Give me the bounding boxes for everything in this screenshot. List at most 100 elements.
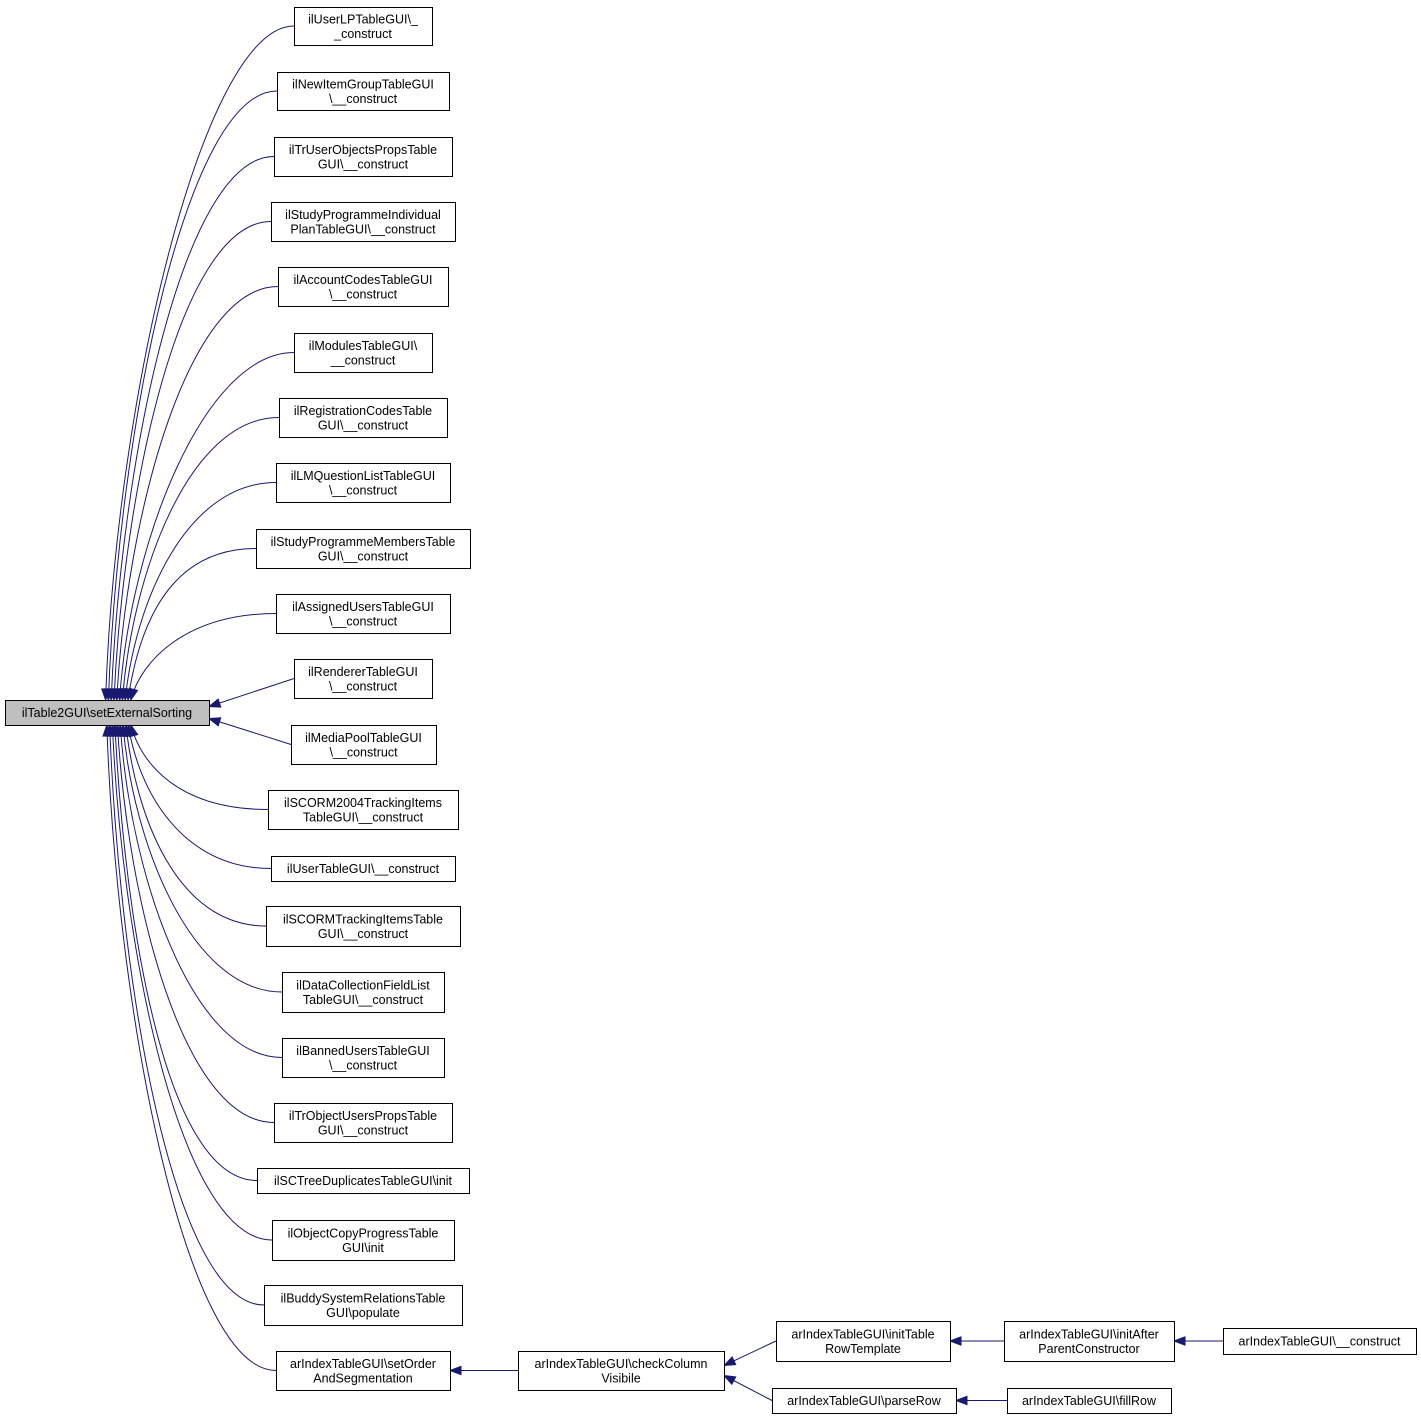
caller-node-n10[interactable]: ilAssignedUsersTableGUI\__construct [276,594,451,634]
node-box [291,725,437,765]
caller-node-n12[interactable]: ilMediaPoolTableGUI\__construct [291,725,437,765]
node-box [271,856,456,882]
node-label: ilSCTreeDuplicatesTableGUI\init [274,1174,453,1188]
node-label: arIndexTableGUI\checkColumn [535,1357,708,1371]
node-label: _construct [333,27,392,41]
node-label: ilTrObjectUsersPropsTable [289,1109,437,1123]
caller-node-n2[interactable]: ilNewItemGroupTableGUI\__construct [277,72,450,111]
edge-n4-to-root [113,221,272,701]
node-box [278,267,449,307]
edge-n21-to-root [109,724,265,1306]
edge-n19-to-root [114,724,258,1181]
edge-n25-to-n23-arrowhead [722,1374,737,1386]
node-label: ilNewItemGroupTableGUI [292,77,434,91]
edge-n28-to-n26-arrowhead [1172,1336,1186,1346]
edge-n22-to-root-arrowhead [102,723,113,737]
edge-n16-to-root [122,724,283,993]
edge-n22-to-root [106,724,277,1371]
edge-n12-to-root [208,718,292,745]
caller-node-n8[interactable]: ilLMQuestionListTableGUI\__construct [276,463,451,503]
edge-n11-to-root [208,678,295,707]
node-label: GUI\__construct [318,1123,409,1137]
node-box [268,790,459,830]
node-label: ilAssignedUsersTableGUI [292,600,434,614]
node-box [277,72,450,111]
caller-node-n25[interactable]: arIndexTableGUI\parseRow [772,1388,957,1414]
node-box [279,398,448,438]
edge-n24-to-n23-arrowhead [722,1356,737,1367]
node-label: ilRegistrationCodesTable [294,404,432,418]
caller-node-n5[interactable]: ilAccountCodesTableGUI\__construct [278,267,449,307]
edge-n23-to-n22-arrowhead [448,1365,462,1376]
node-box [1007,1388,1172,1414]
caller-node-n14[interactable]: ilUserTableGUI\__construct [271,856,456,882]
node-label: arIndexTableGUI\setOrder [290,1357,436,1371]
node-box [282,1038,445,1078]
node-label: ilUserLPTableGUI\_ [308,12,419,26]
node-box [294,333,433,373]
caller-node-n1[interactable]: ilUserLPTableGUI\__construct [294,7,433,46]
node-label: ilUserTableGUI\__construct [287,862,440,876]
node-box [257,1168,470,1194]
root-function-node[interactable]: ilTable2GUI\setExternalSorting [5,700,210,726]
node-box [266,906,461,947]
edge-n5-to-root [116,286,279,701]
edge-n3-to-root [110,156,275,701]
node-label: \__construct [329,745,398,759]
node-box [276,594,451,634]
caller-node-n16[interactable]: ilDataCollectionFieldListTableGUI\__cons… [282,972,445,1013]
node-label: ilStudyProgrammeIndividual [285,208,441,222]
node-label: GUI\init [342,1241,384,1255]
node-label: ilStudyProgrammeMembersTable [271,535,456,549]
edge-n15-to-root [125,724,267,927]
node-box [264,1285,463,1326]
node-label: arIndexTableGUI\fillRow [1022,1394,1157,1408]
node-box [276,1351,451,1391]
caller-node-n19[interactable]: ilSCTreeDuplicatesTableGUI\init [257,1168,470,1194]
edge-n17-to-root [119,724,283,1058]
caller-node-n17[interactable]: ilBannedUsersTableGUI\__construct [282,1038,445,1078]
node-label: ilSCORM2004TrackingItems [284,796,442,810]
node-label: __construct [330,353,396,367]
node-label: PlanTableGUI\__construct [290,222,436,236]
node-label: Visibile [601,1371,640,1385]
caller-node-n26[interactable]: arIndexTableGUI\initAfterParentConstruct… [1004,1321,1175,1362]
node-label: arIndexTableGUI\initAfter [1019,1327,1159,1341]
edge-n18-to-root [116,724,275,1123]
edges-layer [101,25,1223,1406]
node-label: \__construct [329,483,398,497]
edge-n11-to-root-arrowhead [207,698,222,708]
node-box [1223,1328,1417,1355]
node-box [294,7,433,46]
node-label: ilLMQuestionListTableGUI [291,469,436,483]
caller-node-n13[interactable]: ilSCORM2004TrackingItemsTableGUI\__const… [268,790,459,830]
node-box [256,529,471,569]
node-box [5,700,210,726]
caller-node-n4[interactable]: ilStudyProgrammeIndividualPlanTableGUI\_… [271,202,456,242]
edge-n13-to-root [130,724,269,810]
node-box [776,1321,951,1362]
caller-node-n11[interactable]: ilRendererTableGUI\__construct [294,659,433,699]
node-label: ilMediaPoolTableGUI [305,731,422,745]
node-label: \__construct [329,287,398,301]
edge-n20-to-root [111,724,273,1241]
node-box [276,463,451,503]
caller-node-n27[interactable]: arIndexTableGUI\fillRow [1007,1388,1172,1414]
node-box [272,1220,455,1261]
caller-node-n6[interactable]: ilModulesTableGUI\__construct [294,333,433,373]
node-label: ilSCORMTrackingItemsTable [283,912,443,926]
caller-node-n9[interactable]: ilStudyProgrammeMembersTableGUI\__constr… [256,529,471,569]
node-label: arIndexTableGUI\initTable [791,1327,934,1341]
node-label: arIndexTableGUI\parseRow [787,1394,942,1408]
caller-node-n28[interactable]: arIndexTableGUI\__construct [1223,1328,1417,1355]
